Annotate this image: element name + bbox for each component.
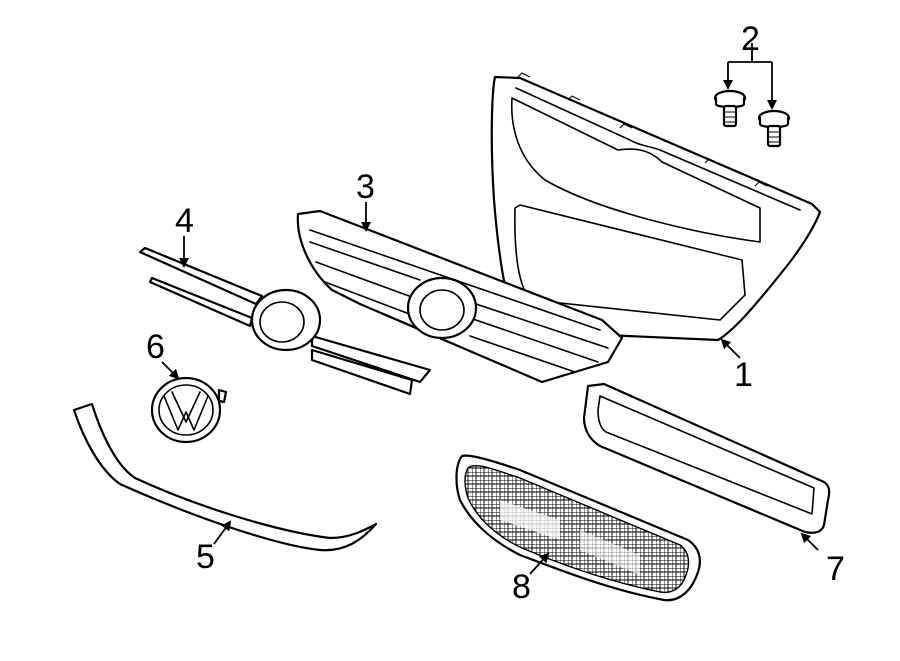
leader-lines [161, 43, 819, 575]
grille-trim-molding [138, 246, 432, 396]
callout-3: 3 [356, 168, 375, 206]
callout-5: 5 [196, 538, 215, 576]
grille-insert [296, 209, 624, 384]
screw-right [757, 109, 791, 148]
mounting-screws [713, 89, 791, 148]
callout-8: 8 [512, 568, 531, 606]
emblem [150, 376, 228, 444]
callout-6: 6 [146, 328, 165, 366]
callout-2: 2 [741, 20, 760, 58]
lower-grille-mesh [455, 454, 701, 602]
callout-1: 1 [734, 356, 753, 394]
callout-4: 4 [175, 202, 194, 240]
lower-grille-frame [582, 382, 831, 534]
callout-7: 7 [826, 550, 845, 588]
upper-grille [490, 72, 822, 342]
screw-left [713, 89, 747, 128]
